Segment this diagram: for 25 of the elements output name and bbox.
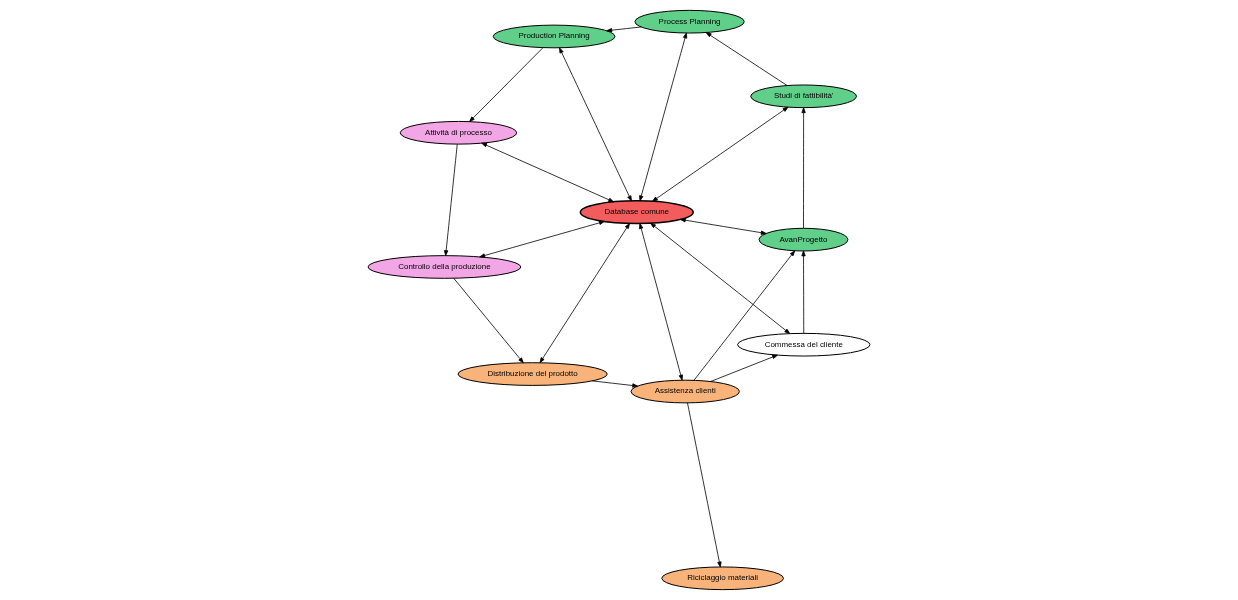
node-ellipse: Process Planning — [634, 9, 745, 34]
node-ellipse: Studi di fattibilità' — [750, 84, 857, 109]
arrow — [539, 223, 630, 364]
arrow — [705, 32, 788, 86]
arrow — [801, 107, 806, 229]
arrow — [652, 106, 789, 202]
node-ellipse: Riciclaggio materiali — [661, 566, 784, 591]
arrow — [650, 222, 791, 334]
node-ellipse: Distribuzione del prodotto — [457, 362, 608, 386]
arrow — [639, 32, 688, 202]
arrow — [679, 218, 767, 235]
arrow — [710, 354, 778, 382]
arrow — [481, 142, 615, 203]
arrow — [591, 380, 639, 388]
arrow — [801, 250, 806, 334]
arrow — [639, 223, 683, 381]
arrow — [479, 220, 605, 258]
arrow — [606, 26, 642, 33]
arrow — [469, 47, 544, 122]
node-ellipse: Attività di processo — [399, 120, 518, 145]
arrow — [693, 250, 796, 381]
arrow — [559, 47, 632, 202]
arrow — [453, 277, 524, 364]
arrow — [444, 143, 458, 256]
arrow — [687, 402, 722, 568]
